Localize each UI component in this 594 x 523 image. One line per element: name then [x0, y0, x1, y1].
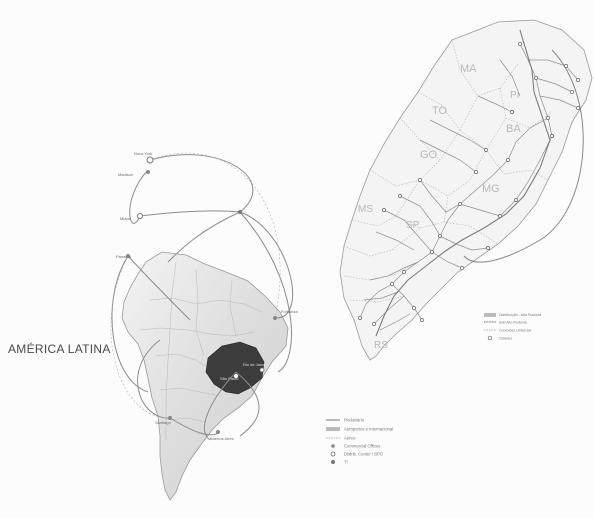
city-label: Miami: [120, 216, 131, 221]
state-labels: MA PI TO BA GO MG MS SP RS: [358, 63, 521, 351]
south-america-landmass: [121, 251, 289, 501]
legend-item-label: Commercial Offices: [344, 444, 380, 449]
state-label-sp: SP: [406, 220, 420, 231]
legend-item-label: Cidades: [499, 337, 512, 341]
city-label: Nova York: [134, 151, 152, 156]
legend-item-label: Distrib. Center / BPO: [344, 452, 384, 457]
brazil-route-network: [359, 43, 579, 331]
city-label: Santiago: [155, 420, 172, 425]
legend-item-label: Aeroportos e Internacional: [344, 427, 393, 432]
highlighted-region: [205, 341, 265, 395]
state-label-ma: MA: [460, 63, 477, 75]
latam-city-labels: Nova York Madison Miami Panamá Fortaleza…: [116, 151, 298, 441]
state-label-go: GO: [420, 149, 438, 161]
brazil-detail-map: MA PI TO BA GO MG MS SP RS: [339, 19, 593, 361]
legend-left: Rodoviário Aeroportos e Internacional Aé…: [326, 418, 393, 465]
legend-item-label: Rodoviário: [344, 418, 365, 423]
coastal-route-loop: [463, 49, 584, 263]
state-label-pi: PI: [510, 90, 519, 101]
legend-item-label: Distribuição - Alta Rodovia: [499, 313, 541, 317]
city-label: Rio de Janeiro: [243, 362, 270, 367]
city-label: Fortaleza: [281, 309, 298, 314]
legend-item-label: Aéreo: [344, 436, 356, 441]
south-america-map: [121, 251, 289, 501]
brazil-city-markers: [358, 42, 580, 326]
state-label-mg: MG: [482, 183, 500, 195]
state-label-to: TO: [432, 105, 448, 117]
latam-city-markers: [126, 156, 277, 434]
city-label: Madison: [118, 172, 133, 177]
legend-item-label: Sub Alto Rodovia: [499, 321, 527, 325]
state-label-ms: MS: [358, 204, 373, 215]
city-label: Panamá: [116, 254, 132, 259]
city-label: São Paulo: [220, 376, 239, 381]
legend-item-label: TI: [344, 460, 348, 465]
region-title: AMÉRICA LATINA: [8, 342, 111, 356]
state-label-rs: RS: [374, 340, 388, 351]
brazil-landmass: [339, 19, 593, 361]
legend-right: Distribuição - Alta Rodovia Sub Alto Rod…: [484, 313, 541, 341]
legend-item-label: Conexões Universal: [499, 329, 531, 333]
state-label-ba: BA: [506, 123, 521, 135]
city-label: Buenos Aires: [210, 436, 234, 441]
